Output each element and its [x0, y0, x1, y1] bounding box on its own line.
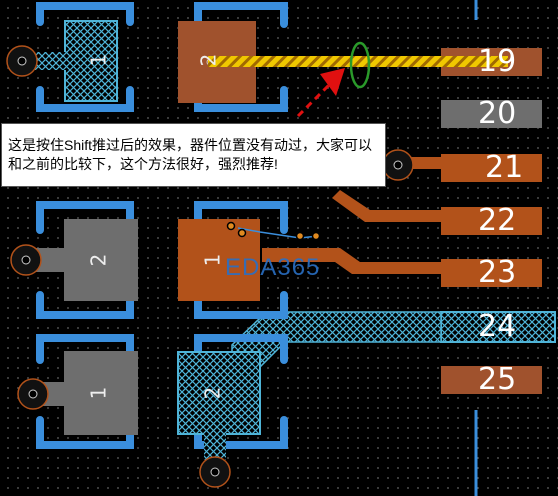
- annotation-note: 这是按住Shift推过后的效果，器件位置没有动过，大家可以和之前的比较下，这个方…: [1, 123, 386, 187]
- pin-pad-22: [441, 207, 542, 235]
- component-label-bottom-center: 2: [200, 386, 225, 400]
- watermark-logo: EDA365: [225, 254, 321, 281]
- component-label-top-left: 1: [86, 53, 111, 67]
- pin-pad-24: [440, 311, 556, 343]
- pin-label-25: 25: [478, 362, 517, 397]
- pin-label-24: 24: [478, 309, 517, 344]
- pin-label-23: 23: [478, 255, 517, 290]
- component-label-middle-left: 2: [86, 253, 111, 267]
- component-bottom-left[interactable]: [17, 334, 138, 449]
- pin-label-21: 21: [485, 150, 524, 185]
- pin-pad-21: [441, 154, 542, 182]
- arrow-line: [296, 82, 332, 118]
- component-top-left[interactable]: [6, 2, 134, 112]
- highlight-ellipse: [349, 41, 371, 89]
- component-bottom-center[interactable]: [177, 334, 288, 488]
- pin-label-20: 20: [478, 96, 517, 131]
- component-label-bottom-left: 1: [86, 386, 111, 400]
- highlighted-trace: [208, 56, 508, 67]
- component-middle-left[interactable]: [10, 201, 138, 319]
- pin-label-19: 19: [478, 44, 517, 79]
- arrow-head: [320, 68, 345, 96]
- component-label-middle-center: 1: [200, 253, 225, 267]
- pin-label-22: 22: [478, 203, 517, 238]
- pin-pads: [440, 48, 556, 394]
- component-middle-center[interactable]: [178, 201, 321, 319]
- pin-pad-25: [441, 366, 542, 394]
- copper-traces: [262, 157, 447, 274]
- component-label-top-middle: 2: [196, 53, 221, 67]
- pin-pad-20: [441, 100, 542, 128]
- pin-pad-23: [441, 259, 542, 287]
